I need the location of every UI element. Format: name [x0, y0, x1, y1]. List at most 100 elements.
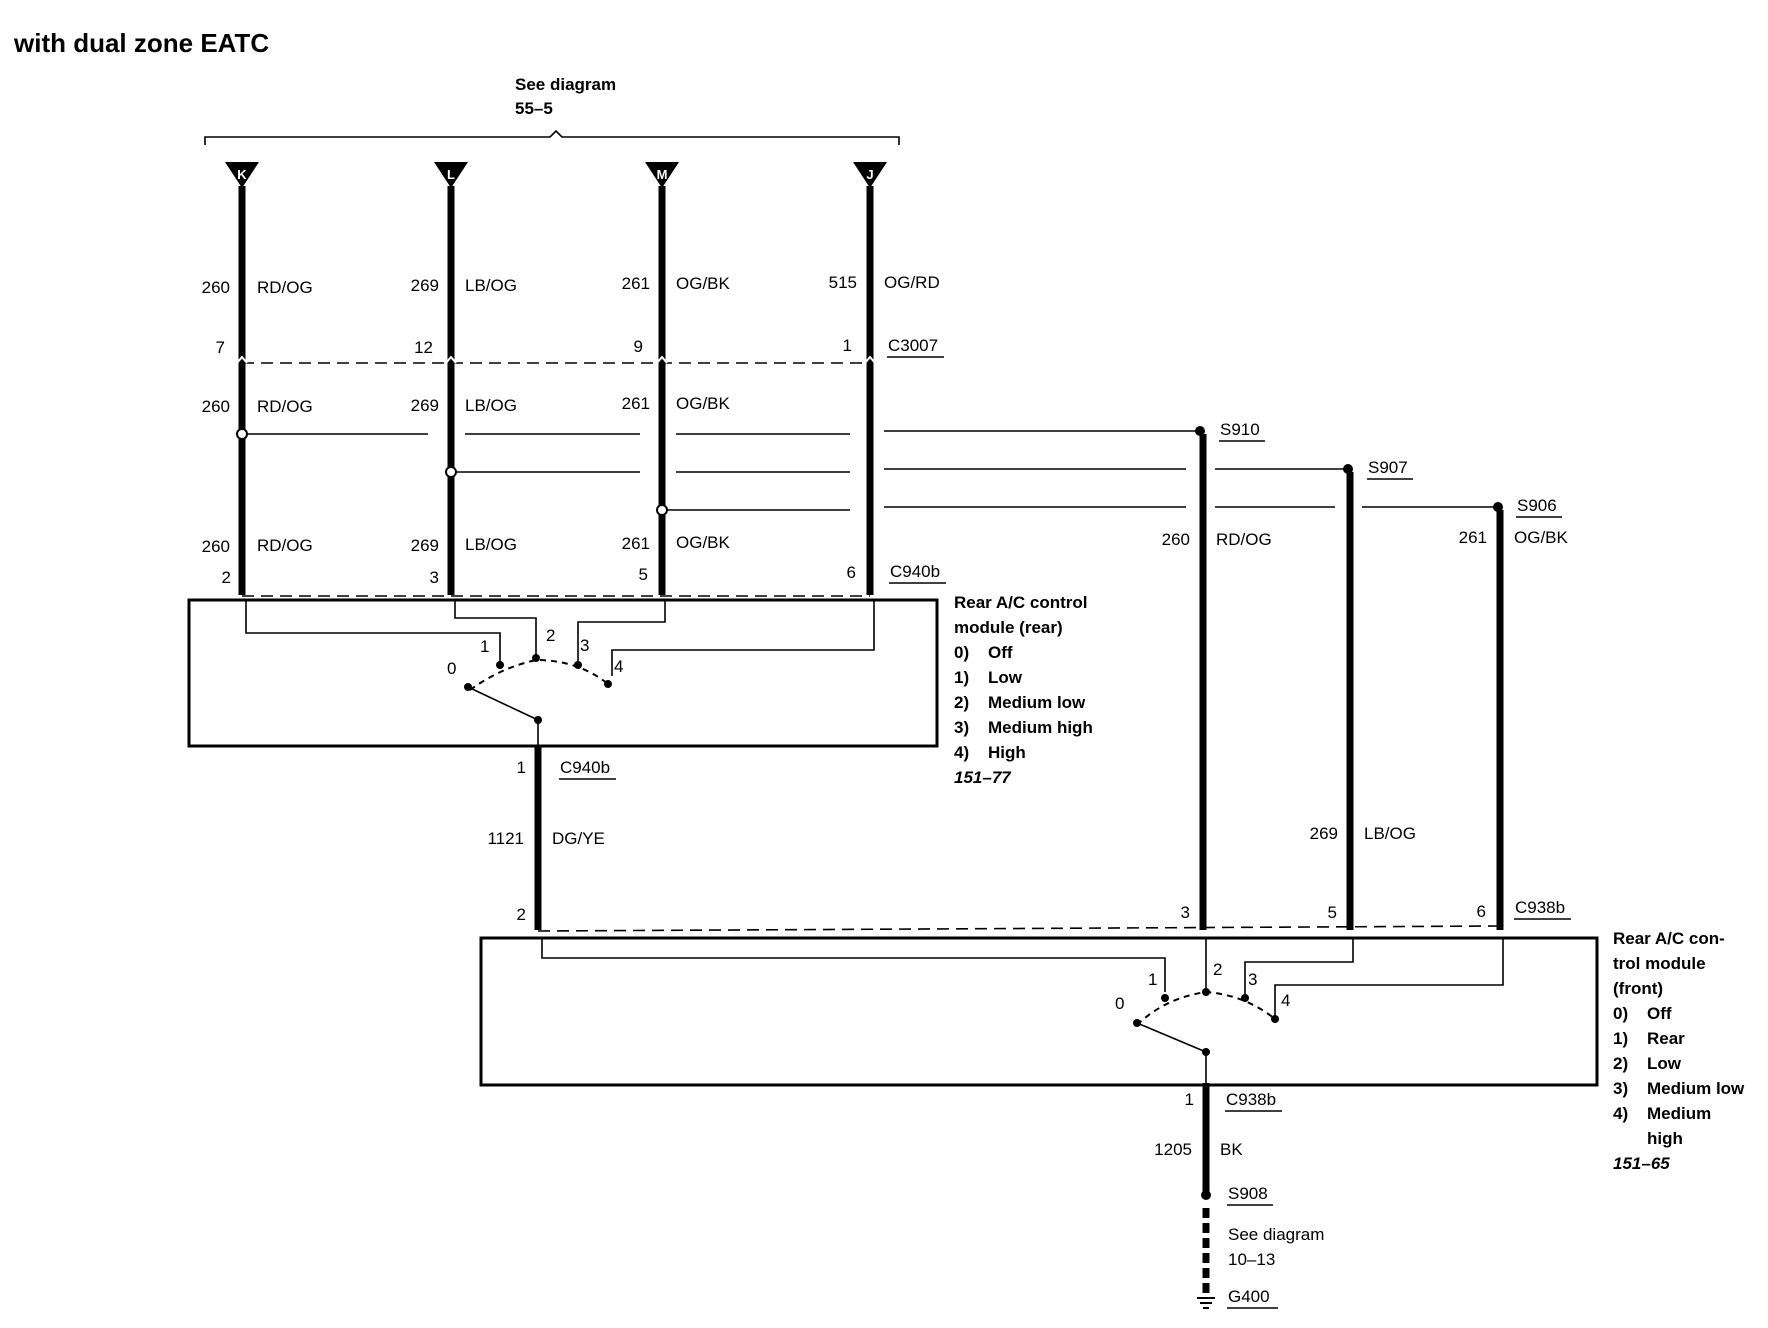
pin-number: 7	[216, 338, 225, 357]
connector-c940b-label: C940b	[890, 562, 940, 581]
switch-contact	[1202, 988, 1210, 996]
svg-text:L: L	[447, 167, 455, 182]
front-module-internal-wiring	[541, 938, 1504, 1085]
pin-number: 2	[222, 568, 231, 587]
wire-circuit: 269	[411, 276, 439, 295]
svg-text:J: J	[866, 167, 873, 182]
switch-pivot	[1202, 1048, 1210, 1056]
switch-contact	[1161, 994, 1169, 1002]
pin-number: 1	[843, 336, 852, 355]
pin-number: 12	[414, 338, 433, 357]
connector-c3007-pins	[236, 355, 876, 364]
connector-c938b-bottom-label: C938b	[1226, 1090, 1276, 1109]
wire-color: OG/BK	[676, 533, 731, 552]
wire-circuit: 269	[411, 396, 439, 415]
switch-contact	[1241, 994, 1249, 1002]
wire-circuit: 261	[622, 274, 650, 293]
switch-label: 2	[1213, 960, 1222, 979]
top-ref-line1: See diagram	[515, 75, 616, 94]
wire-circuit: 260	[202, 397, 230, 416]
wire-color: BK	[1220, 1140, 1243, 1159]
switch-label: 1	[480, 637, 489, 656]
connector-c940b-bottom-label: C940b	[560, 758, 610, 777]
pin-number: 6	[1477, 902, 1486, 921]
splice-s906-label: S906	[1517, 496, 1557, 515]
switch-pivot	[534, 716, 542, 724]
front-module-box	[479, 936, 1599, 1087]
wire-circuit: 260	[202, 278, 230, 297]
switch-label: 4	[614, 657, 623, 676]
switch-contact	[574, 661, 582, 669]
pin-number: 9	[634, 337, 643, 356]
wire-circuit: 260	[202, 537, 230, 556]
svg-text:trol module: trol module	[1613, 954, 1706, 973]
pin-number: 2	[517, 905, 526, 924]
switch-label: 3	[1248, 970, 1257, 989]
switch-contact	[1133, 1019, 1141, 1027]
svg-text:3): 3)	[954, 718, 969, 737]
svg-text:Low: Low	[988, 668, 1023, 687]
splice-dot	[236, 428, 248, 440]
splice-s906-dot	[1493, 502, 1503, 512]
switch-contact	[604, 680, 612, 688]
wire-circuit: 261	[622, 534, 650, 553]
wire-circuit: 515	[829, 273, 857, 292]
diagram-title: with dual zone EATC	[13, 28, 269, 58]
top-ref-line2: 55–5	[515, 99, 553, 118]
terminal-j: J	[853, 162, 887, 188]
splice-s907-dot	[1343, 464, 1353, 474]
switch-label: 4	[1281, 991, 1290, 1010]
svg-text:M: M	[657, 167, 668, 182]
wire-color: LB/OG	[465, 396, 517, 415]
terminal-m: M	[645, 162, 679, 188]
pin-number: 3	[1181, 903, 1190, 922]
terminal-k: K	[225, 162, 259, 188]
connector-c938b-label: C938b	[1515, 898, 1565, 917]
pin-number: 5	[639, 565, 648, 584]
switch-contact	[496, 661, 504, 669]
wire-color: RD/OG	[257, 397, 313, 416]
wire-circuit: 269	[411, 536, 439, 555]
rear-module-box	[187, 598, 939, 748]
svg-text:0): 0)	[1613, 1004, 1628, 1023]
connector-c938b-line	[537, 925, 1501, 932]
svg-text:4): 4)	[1613, 1104, 1628, 1123]
ground-label: G400	[1228, 1287, 1270, 1306]
svg-text:4): 4)	[954, 743, 969, 762]
pin-number: 6	[847, 563, 856, 582]
wire-circuit: 269	[1310, 824, 1338, 843]
wire-color: OG/BK	[1514, 528, 1569, 547]
svg-text:Low: Low	[1647, 1054, 1682, 1073]
svg-text:(front): (front)	[1613, 979, 1663, 998]
wire-color: OG/BK	[676, 394, 731, 413]
switch-label: 0	[1115, 994, 1124, 1013]
pin-number: 3	[430, 568, 439, 587]
branch-to-s907	[451, 468, 1348, 473]
svg-text:0): 0)	[954, 643, 969, 662]
svg-text:Rear A/C control: Rear A/C control	[954, 593, 1088, 612]
splice-s908-label: S908	[1228, 1184, 1268, 1203]
bottom-ref-line1: See diagram	[1228, 1225, 1324, 1244]
wire-circuit: 1205	[1154, 1140, 1192, 1159]
svg-text:module (rear): module (rear)	[954, 618, 1063, 637]
svg-text:Off: Off	[1647, 1004, 1672, 1023]
svg-text:Medium: Medium	[1647, 1104, 1711, 1123]
svg-text:151–77: 151–77	[954, 768, 1012, 787]
svg-text:Rear A/C con-: Rear A/C con-	[1613, 929, 1725, 948]
svg-text:High: High	[988, 743, 1026, 762]
wire-color: OG/BK	[676, 274, 731, 293]
pin-number: 5	[1328, 903, 1337, 922]
branch-to-s910	[242, 430, 1200, 435]
svg-text:2): 2)	[1613, 1054, 1628, 1073]
svg-text:2): 2)	[954, 693, 969, 712]
switch-contact	[532, 654, 540, 662]
svg-text:Medium low: Medium low	[1647, 1079, 1745, 1098]
splice-s910-dot	[1195, 426, 1205, 436]
svg-text:high: high	[1647, 1129, 1683, 1148]
svg-text:1): 1)	[954, 668, 969, 687]
svg-text:Off: Off	[988, 643, 1013, 662]
svg-text:Medium low: Medium low	[988, 693, 1086, 712]
top-ref-bracket	[204, 129, 900, 145]
wire-circuit: 261	[622, 394, 650, 413]
